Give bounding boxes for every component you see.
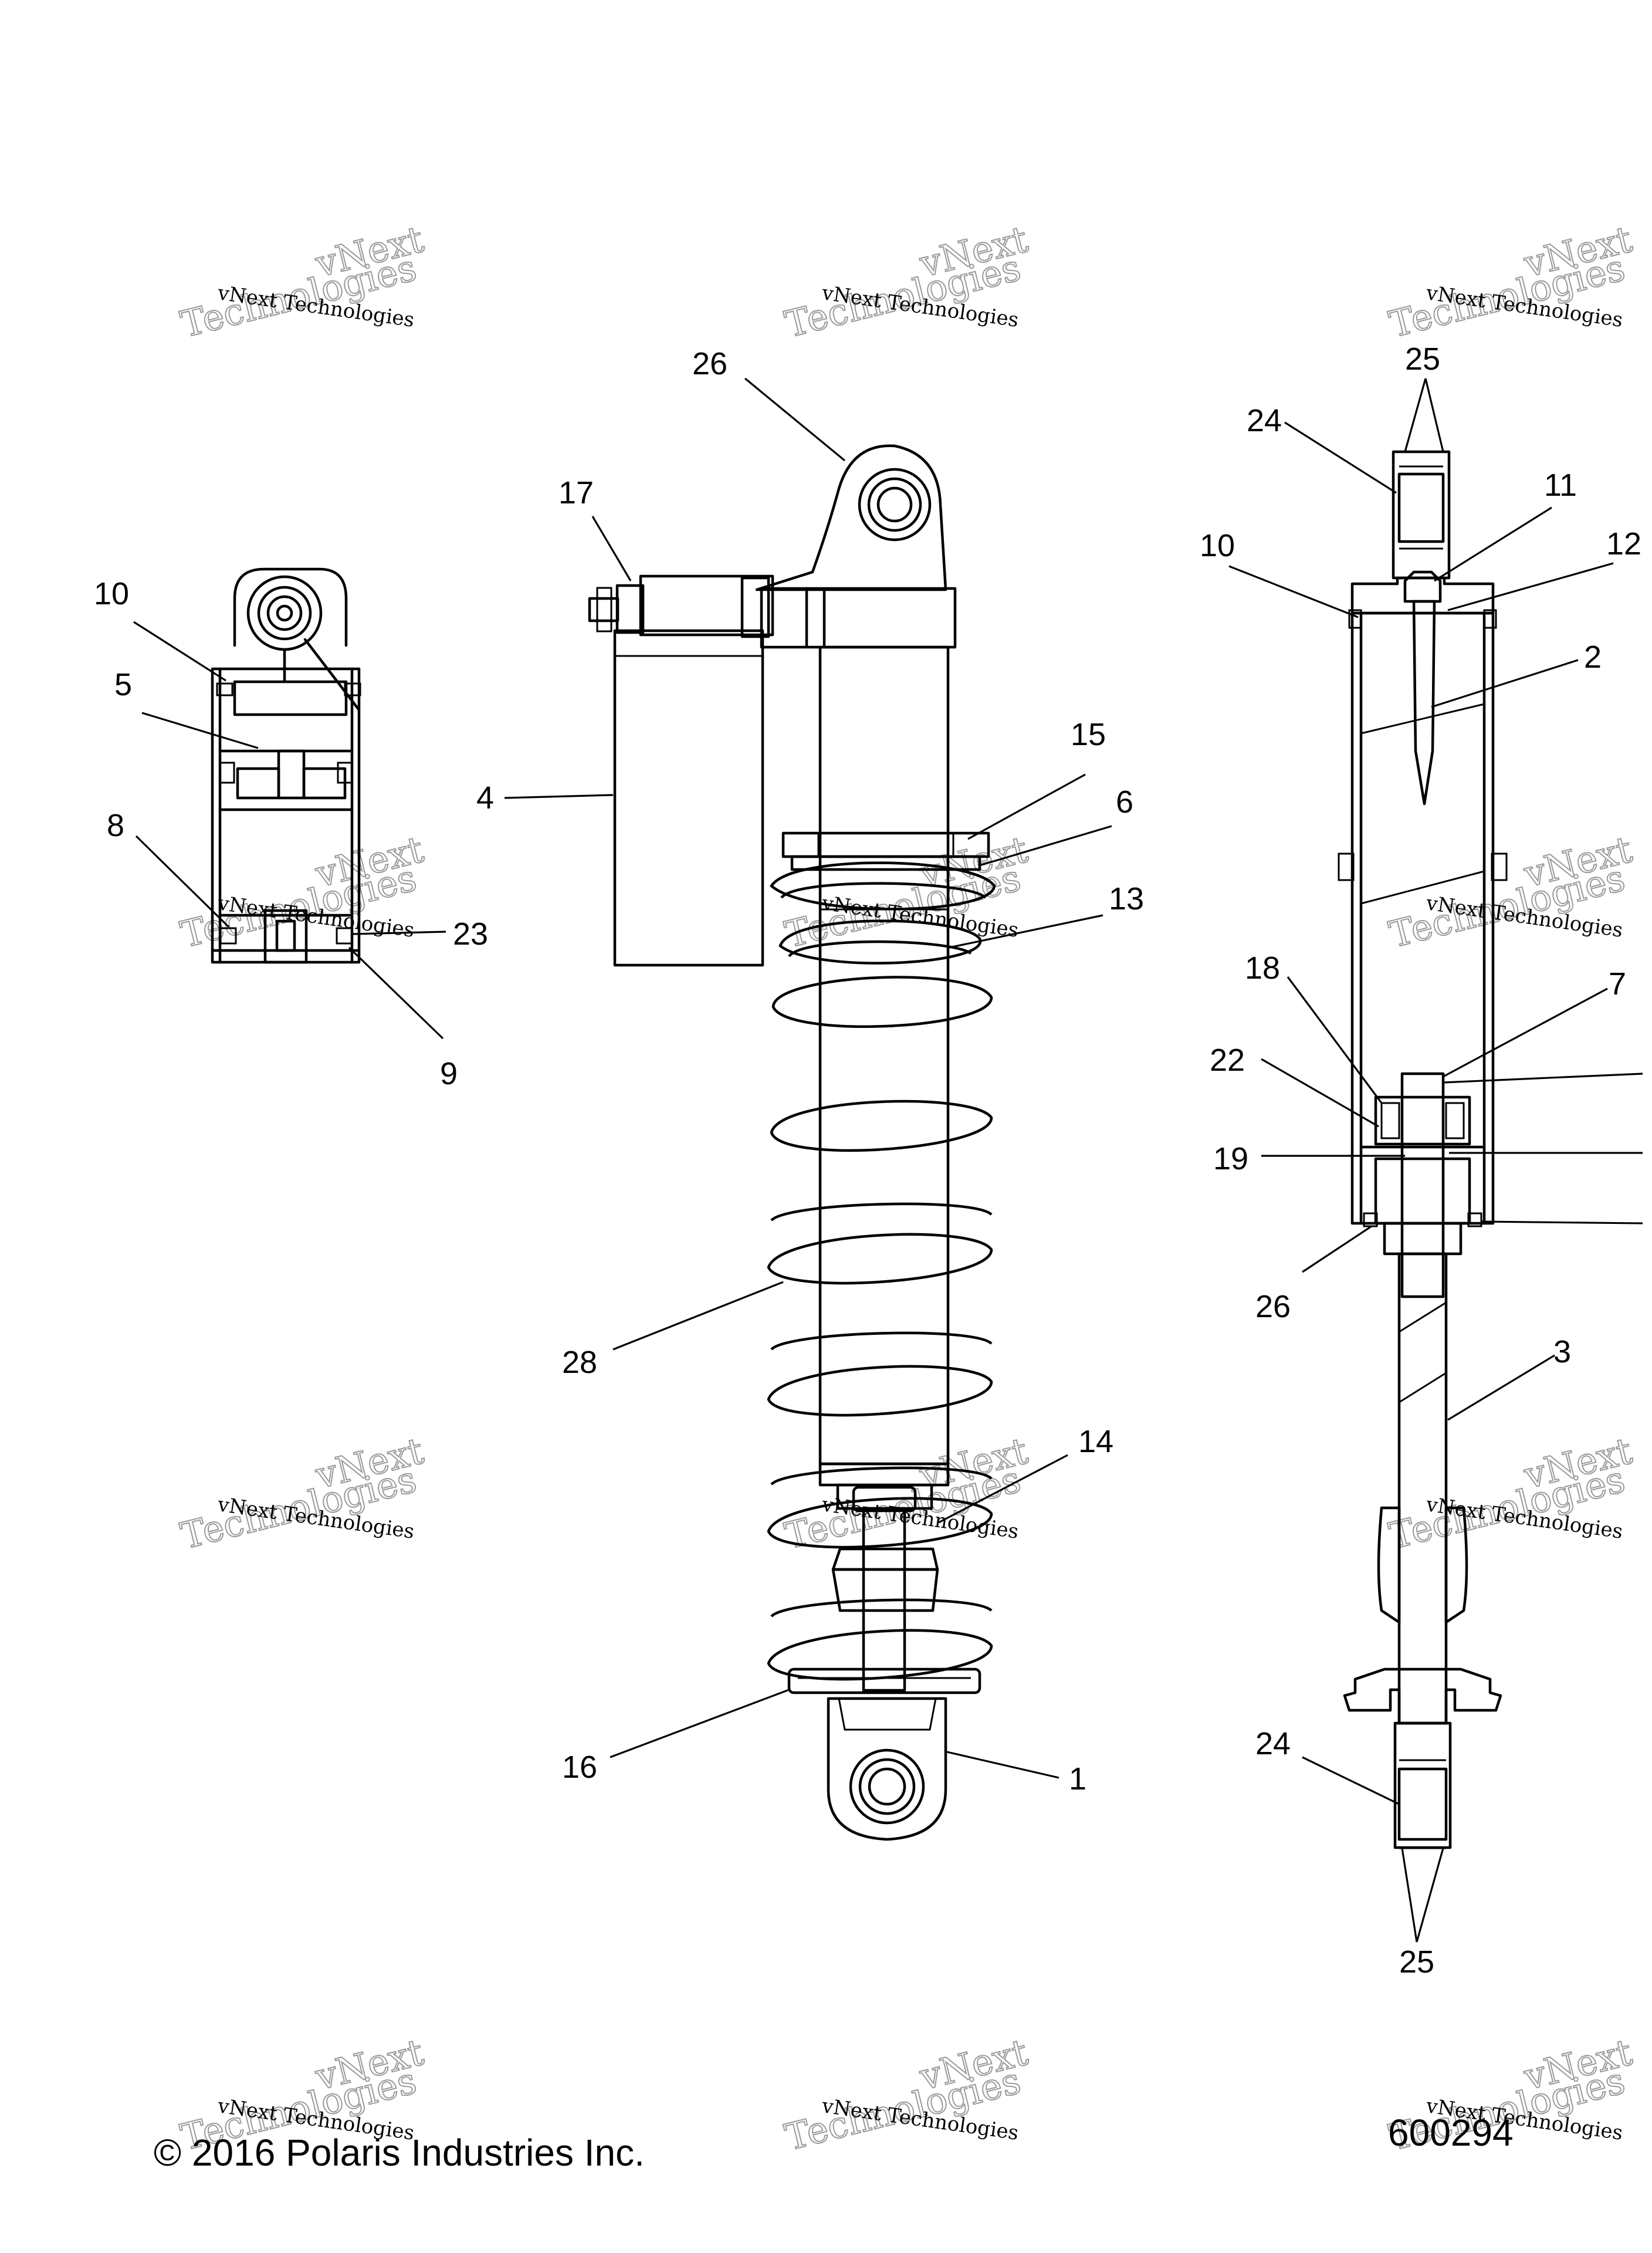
callout-10-right: 10 [1200, 528, 1235, 563]
figure-number: 600294 [1388, 2112, 1514, 2154]
callout-15: 15 [1071, 717, 1106, 752]
callout-28: 28 [562, 1345, 597, 1380]
shock-cutaway-section [1338, 450, 1508, 1849]
callout-25: 26 [1255, 1289, 1291, 1324]
copyright-notice: © 2016 Polaris Industries Inc. [154, 2132, 645, 2174]
callout-2: 2 [1584, 640, 1602, 675]
assembled-shock-with-spring [588, 444, 996, 1841]
callout-22: 23 [453, 916, 488, 952]
callout-16: 16 [562, 1750, 597, 1785]
callout-10-left: 10 [94, 576, 129, 611]
callout-5: 5 [114, 667, 132, 702]
callout-4: 4 [476, 780, 494, 816]
callout-14: 14 [1078, 1424, 1113, 1459]
callout-18: 18 [1245, 950, 1280, 986]
callout-23-bottom: 24 [1255, 1726, 1291, 1761]
callout-26: 26 [692, 346, 727, 381]
callout-6: 6 [1116, 784, 1133, 820]
callout-11: 11 [1544, 468, 1577, 503]
callout-7: 7 [1609, 966, 1626, 1002]
callout-12: 12 [1606, 526, 1641, 561]
callout-9: 9 [440, 1056, 458, 1091]
callout-8: 8 [107, 808, 124, 843]
callout-leader-lines [133, 377, 1643, 1943]
callout-17: 17 [558, 475, 594, 510]
callout-labels: 10 5 8 23 9 26 17 4 15 6 13 28 14 16 1 2… [94, 341, 1641, 1980]
reservoir-cap-section [211, 567, 361, 964]
callout-24-bottom: 25 [1399, 1944, 1434, 1980]
callout-23-top: 24 [1247, 403, 1282, 438]
callout-3: 3 [1553, 1334, 1571, 1369]
callout-13: 13 [1109, 881, 1144, 916]
callout-21: 22 [1210, 1043, 1245, 1078]
callout-1: 1 [1069, 1761, 1086, 1797]
callout-24-top: 25 [1405, 341, 1440, 377]
callout-19: 19 [1213, 1141, 1248, 1176]
